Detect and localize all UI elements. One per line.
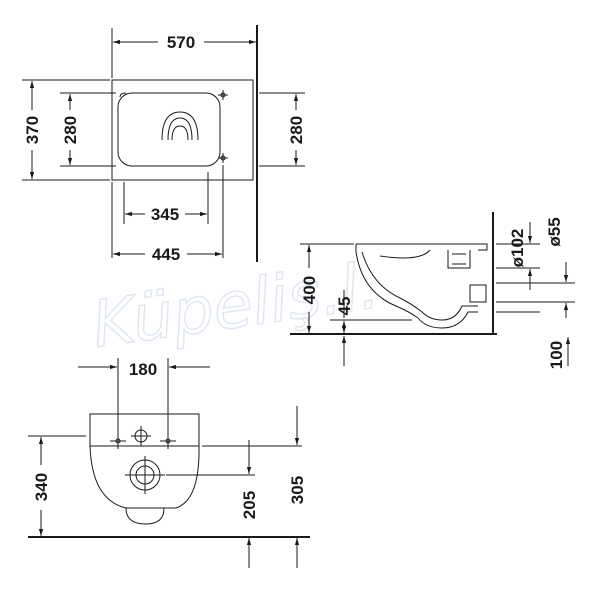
dim-diameter-102: ø102	[508, 229, 527, 268]
dim-height-45: 45	[335, 297, 354, 316]
dim-width-445: 445	[152, 245, 180, 264]
side-view: 400 45 ø102 ø55 100	[290, 212, 575, 369]
top-view: 570 370 280 280 345 445	[22, 25, 306, 264]
dim-height-340: 340	[32, 473, 51, 501]
dim-width-570: 570	[167, 33, 195, 52]
dim-height-305: 305	[288, 476, 307, 504]
dim-width-345: 345	[151, 205, 179, 224]
front-view: 180 340 205 305	[28, 358, 310, 568]
dim-height-100: 100	[547, 341, 566, 369]
dim-width-180: 180	[129, 360, 157, 379]
dim-height-205: 205	[240, 491, 259, 519]
dim-diameter-55: ø55	[545, 217, 564, 246]
dim-height-280-left: 280	[61, 116, 80, 144]
dim-height-400: 400	[300, 276, 319, 304]
dim-height-280-right: 280	[287, 116, 306, 144]
dim-height-370: 370	[23, 116, 42, 144]
